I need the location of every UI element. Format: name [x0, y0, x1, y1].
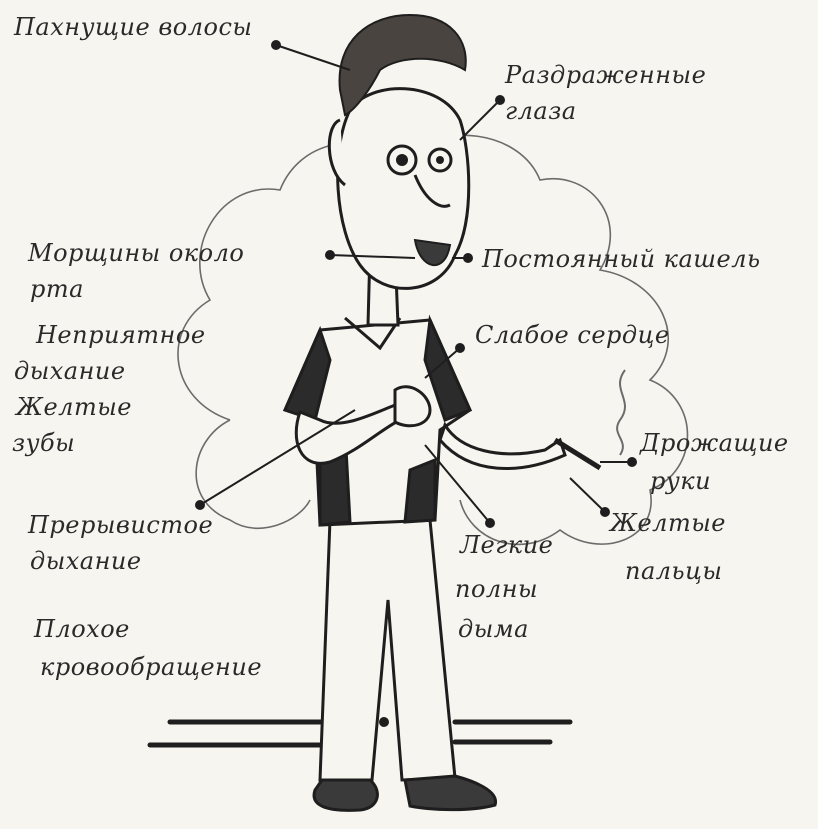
- label-smelly-hair: Пахнущие волосы: [14, 12, 252, 42]
- label-intermittent-breath-line1: Прерывистое: [28, 510, 213, 540]
- label-lungs-line2: полны: [455, 574, 538, 604]
- label-wrinkles-line2: рта: [30, 274, 84, 304]
- label-irritated-eyes-line2: глаза: [505, 96, 577, 126]
- label-yellow-teeth-line1: Желтые: [16, 392, 132, 422]
- label-yellow-fingers-line2: пальцы: [625, 556, 722, 586]
- head: [329, 15, 468, 288]
- label-shaking-hands-line2: руки: [650, 466, 711, 496]
- label-bad-circulation-line1: Плохое: [34, 614, 130, 644]
- label-irritated-eyes-line1: Раздраженные: [505, 60, 706, 90]
- shoes: [314, 776, 495, 810]
- label-bad-breath-line1: Неприятное: [36, 320, 206, 350]
- label-yellow-teeth-line2: зубы: [12, 428, 75, 458]
- label-constant-cough: Постоянный кашель: [482, 244, 761, 274]
- label-intermittent-breath-line2: дыхание: [30, 546, 142, 576]
- label-bad-breath-line2: дыхание: [14, 356, 126, 386]
- label-bad-circulation-line2: кровообращение: [40, 652, 262, 682]
- label-lungs-line3: дыма: [458, 614, 529, 644]
- label-wrinkles-line1: Морщины около: [28, 238, 244, 268]
- label-shaking-hands-line1: Дрожащие: [640, 428, 789, 458]
- label-yellow-fingers-line1: Желтые: [610, 508, 726, 538]
- label-weak-heart: Слабое сердце: [475, 320, 670, 350]
- trousers: [320, 520, 455, 780]
- label-lungs-line1: Легкие: [460, 530, 553, 560]
